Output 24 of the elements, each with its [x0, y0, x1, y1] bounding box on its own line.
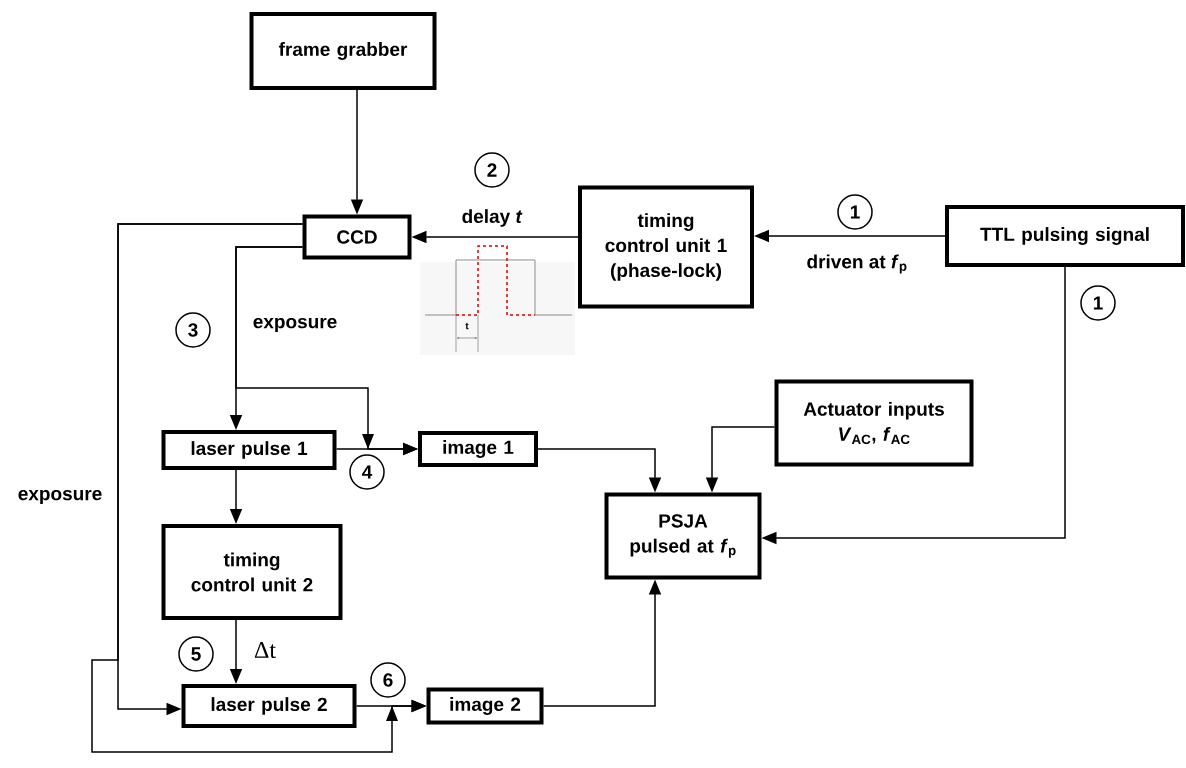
block-box: TTL pulsing signal	[945, 205, 1185, 267]
block-box: Actuator inputs V$_{AC}$, f$_{AC}$	[774, 379, 974, 467]
block-box: timing control unit 1 (phase-lock)	[578, 185, 754, 309]
step-number: 5	[178, 636, 214, 672]
step-number: 6	[370, 662, 406, 698]
dimension-label: t	[465, 322, 469, 330]
step-number: 1	[1080, 285, 1116, 321]
edge-label: delay t	[460, 208, 524, 228]
block-box: CCD	[302, 214, 412, 260]
block-box: laser pulse 1	[161, 430, 337, 470]
edge-label: exposure	[251, 316, 339, 334]
step-number: 2	[474, 152, 510, 188]
step-number: 1	[837, 194, 873, 230]
edge-label: Δt	[252, 640, 278, 660]
edge-label: exposure	[16, 488, 104, 506]
step-number: 3	[175, 312, 211, 348]
step-number: 4	[349, 454, 385, 490]
edge-label: driven at f$_{p}$	[805, 253, 909, 275]
block-box: image 2	[426, 687, 544, 725]
block-box: image 1	[418, 431, 538, 467]
block-box: laser pulse 2	[181, 684, 357, 728]
block-box: PSJA pulsed at f$_{p}$	[604, 492, 762, 580]
block-box: frame grabber	[249, 12, 437, 90]
block-box: timing control unit 2	[161, 524, 343, 620]
